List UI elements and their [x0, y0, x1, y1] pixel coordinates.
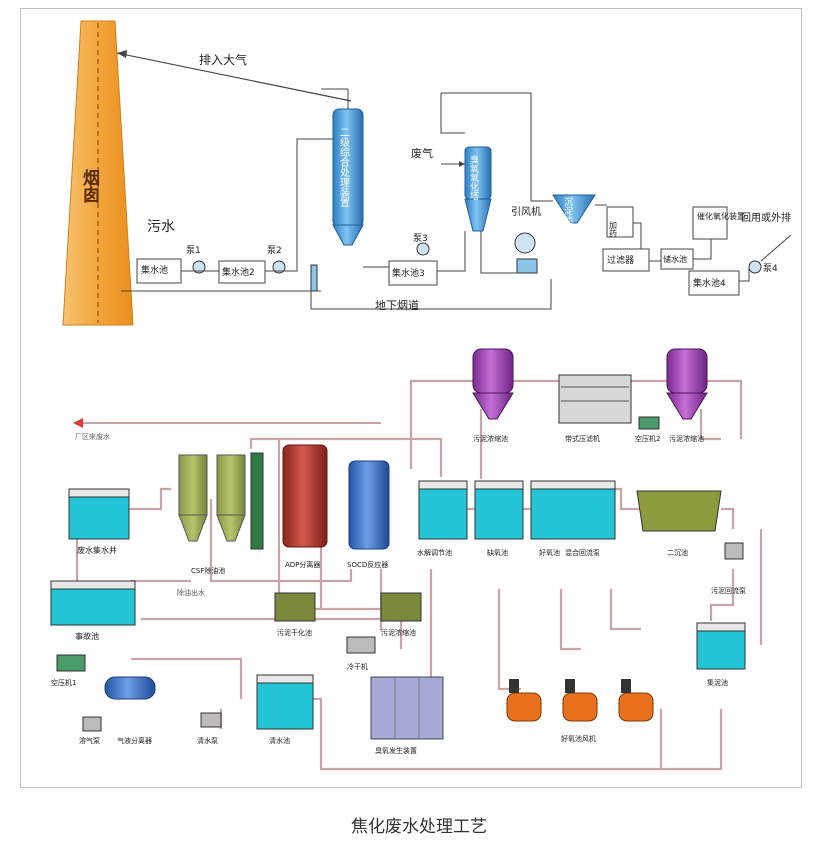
tower-1-label: 二级综合处理装置 [338, 127, 350, 207]
air-compressor-1 [56, 654, 86, 672]
chimney [62, 20, 134, 326]
svg-text:空压机1: 空压机1 [51, 678, 76, 687]
svg-text:集泥池: 集泥池 [707, 678, 728, 687]
collect-tank-3 [388, 260, 438, 286]
svg-text:废水集水井: 废水集水井 [77, 545, 117, 555]
anoxic-tank [474, 486, 524, 540]
diagram-frame: 烟囱 排入大气 二级综合处理装置 臭氧氧化塔 废气 沉淀池 引风机 集水池 集水… [20, 8, 802, 788]
svg-text:缺氧池: 缺氧池 [487, 548, 508, 557]
svg-text:污泥回流泵: 污泥回流泵 [711, 586, 746, 595]
svg-text:污泥干化池: 污泥干化池 [277, 628, 312, 637]
svg-text:储水池: 储水池 [663, 254, 687, 264]
adp-separator [282, 444, 328, 548]
chiller [346, 636, 376, 654]
sludge-dry-tank [274, 592, 316, 622]
fan [514, 232, 536, 254]
pump-1 [192, 260, 206, 274]
pump-3 [416, 242, 430, 256]
balance-tank [418, 486, 468, 540]
figure-caption: 焦化废水处理工艺 [351, 817, 487, 837]
sludge-return-pump [724, 542, 744, 560]
air-blower [82, 716, 102, 732]
csf-tank-a [178, 454, 208, 516]
sludge-thickener-1 [472, 348, 514, 394]
svg-text:带式压滤机: 带式压滤机 [565, 434, 600, 443]
svg-text:事故池: 事故池 [75, 631, 99, 641]
svg-text:污泥浓缩池: 污泥浓缩池 [669, 434, 704, 443]
fan-label: 引风机 [511, 205, 541, 218]
svg-text:过滤器: 过滤器 [607, 254, 634, 266]
clean-tank [256, 680, 314, 730]
svg-text:冷干机: 冷干机 [347, 662, 368, 671]
sludge-thickener-2 [666, 348, 708, 394]
air-separator [104, 676, 156, 700]
svg-text:泵4: 泵4 [763, 263, 778, 274]
svg-text:ADP分离器: ADP分离器 [285, 560, 320, 569]
air-compressor-2 [638, 416, 660, 430]
svg-text:气液分离器: 气液分离器 [117, 736, 152, 745]
svg-text:催化氧化装置: 催化氧化装置 [697, 211, 745, 221]
svg-text:好氧池风机: 好氧池风机 [561, 734, 596, 743]
plant-inflow-label: 厂区来废水 [75, 432, 110, 441]
tower-2-label: 臭氧氧化塔 [468, 154, 479, 201]
exhaust-label: 排入大气 [199, 52, 247, 67]
svg-text:溶气泵: 溶气泵 [79, 736, 100, 745]
underground-flue-label: 地下烟道 [375, 298, 419, 312]
svg-text:集水池3: 集水池3 [392, 267, 425, 279]
svg-text:泵3: 泵3 [413, 233, 428, 244]
ozone-generator [370, 676, 444, 740]
svg-text:SOCD反应器: SOCD反应器 [347, 560, 388, 569]
dosing-box [606, 206, 634, 238]
waste-tank [68, 494, 130, 540]
svg-text:集水池: 集水池 [141, 264, 168, 276]
waste-gas-label: 废气 [411, 146, 433, 160]
svg-text:水解调节池: 水解调节池 [417, 548, 452, 557]
svg-text:污泥浓缩池: 污泥浓缩池 [473, 434, 508, 443]
sewage-label: 污水 [147, 219, 175, 235]
belt-press [558, 374, 632, 424]
sedimentation-tank [552, 194, 596, 224]
reuse-label: 回用或外排 [741, 211, 791, 224]
svg-text:泵1: 泵1 [186, 245, 201, 256]
sludge-thick-tank [380, 592, 422, 622]
svg-text:CSF除油池: CSF除油池 [191, 566, 225, 575]
svg-text:集水池4: 集水池4 [693, 277, 726, 289]
sludge-collect-tank [696, 628, 746, 670]
sedimentation-label: 沉淀池 [562, 197, 573, 224]
secondary-clarifier [636, 490, 722, 532]
process-diagram: 烟囱 排入大气 二级综合处理装置 臭氧氧化塔 废气 沉淀池 引风机 集水池 集水… [50, 20, 792, 771]
socd-reactor [348, 460, 390, 550]
svg-text:空压机2: 空压机2 [635, 434, 660, 443]
pump-2 [272, 260, 286, 274]
svg-text:臭氧发生装置: 臭氧发生装置 [375, 746, 417, 755]
svg-text:除油出水: 除油出水 [177, 588, 205, 597]
aerobic-tank [530, 486, 616, 540]
bottom-process: 厂区来废水 废水集水井 事故池 空压机1 气液分离器 溶气泵 CSF除油池 除油… [50, 348, 763, 771]
svg-text:混合回流泵: 混合回流泵 [565, 548, 600, 557]
aerobic-fans [506, 679, 654, 722]
collect-tank-4 [688, 270, 740, 296]
top-process: 烟囱 排入大气 二级综合处理装置 臭氧氧化塔 废气 沉淀池 引风机 集水池 集水… [62, 20, 792, 326]
svg-text:泵2: 泵2 [267, 245, 282, 256]
pump-4 [748, 260, 762, 274]
svg-text:污泥浓缩池: 污泥浓缩池 [381, 628, 416, 637]
chimney-label: 烟囱 [79, 168, 100, 204]
svg-text:好氧池: 好氧池 [539, 548, 560, 557]
svg-text:二沉池: 二沉池 [667, 548, 688, 557]
accident-tank [50, 586, 136, 626]
svg-text:清水池: 清水池 [269, 736, 290, 745]
csf-tank-b [216, 454, 246, 516]
svg-text:加药: 加药 [609, 220, 618, 238]
sand-filter [602, 248, 650, 272]
svg-text:集水池2: 集水池2 [222, 266, 255, 278]
svg-text:清水泵: 清水泵 [197, 736, 218, 745]
clean-pump [200, 712, 222, 728]
collect-tank-2 [218, 260, 266, 284]
catalyst-unit [692, 206, 728, 240]
